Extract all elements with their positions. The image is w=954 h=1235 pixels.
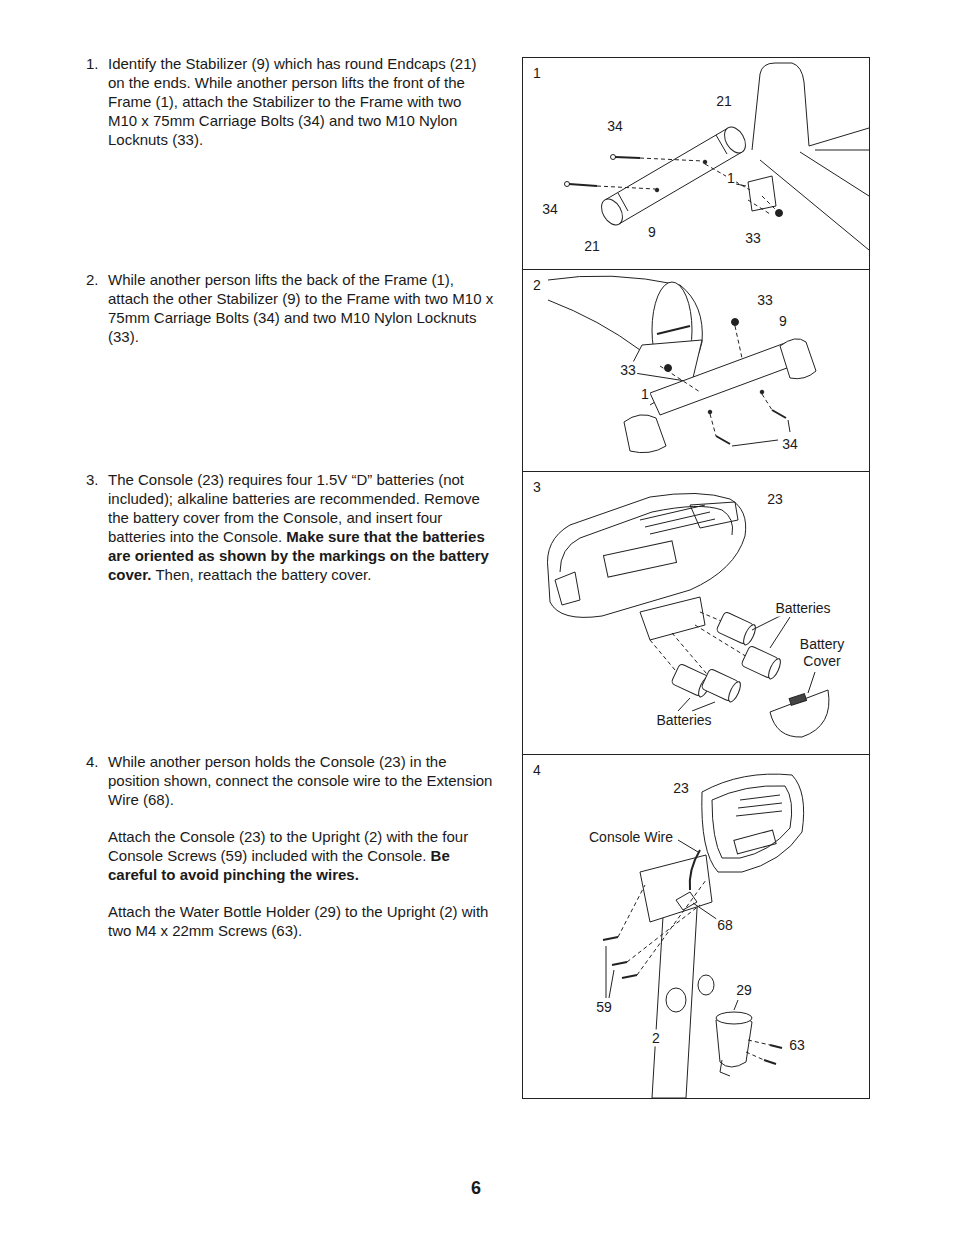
instruction-paragraph: Identify the Stabilizer (9) which has ro… <box>108 54 494 149</box>
instruction-text: While another person holds the Console (… <box>108 753 492 808</box>
instruction-paragraph: While another person holds the Console (… <box>108 752 494 809</box>
console-upright-drawing <box>603 774 804 1098</box>
callout-number: 21 <box>715 93 733 110</box>
stabilizer-front-drawing <box>565 63 870 250</box>
callout-number: 68 <box>716 917 734 934</box>
instruction-text: Then, reattach the battery cover. <box>155 566 371 583</box>
instruction-text: While another person lifts the back of t… <box>108 271 493 345</box>
callout-number: 1 <box>640 386 650 403</box>
callout-number: 33 <box>756 292 774 309</box>
step-panel: 1 <box>522 57 870 270</box>
step-panel-number: 4 <box>533 762 541 778</box>
callout-number: 23 <box>672 780 690 797</box>
callout-number: 34 <box>606 118 624 135</box>
step-number: 3. <box>86 470 99 489</box>
step-panel: 4 <box>522 754 870 1099</box>
part-label: Console Wire <box>588 829 674 846</box>
callout-number: 2 <box>651 1030 661 1047</box>
step-panel: 2 <box>522 269 870 472</box>
callout-number: 1 <box>726 170 736 187</box>
callout-number: 59 <box>595 999 613 1016</box>
page-number: 6 <box>470 1180 482 1197</box>
callout-number: 29 <box>735 982 753 999</box>
callout-number: 33 <box>744 230 762 247</box>
step-number: 4. <box>86 752 99 771</box>
callout-number: 9 <box>778 313 788 330</box>
step-panel-number: 2 <box>533 277 541 293</box>
callout-number: 33 <box>619 362 637 379</box>
instruction-text: Identify the Stabilizer (9) which has ro… <box>108 55 477 148</box>
instruction-text: Attach the Water Bottle Holder (29) to t… <box>108 903 488 939</box>
step-number: 2. <box>86 270 99 289</box>
callout-number: 34 <box>781 436 799 453</box>
callout-number: 23 <box>766 491 784 508</box>
callout-number: 63 <box>788 1037 806 1054</box>
step-panel-number: 3 <box>533 479 541 495</box>
instruction-paragraph: Attach the Console (23) to the Upright (… <box>108 827 494 884</box>
callout-number: 34 <box>541 201 559 218</box>
instruction-paragraph: The Console (23) requires four 1.5V “D” … <box>108 470 494 584</box>
step-number: 1. <box>86 54 99 73</box>
part-label: Batteries <box>774 600 831 617</box>
instruction-text: Attach the Console (23) to the Upright (… <box>108 828 468 864</box>
stabilizer-rear-drawing <box>548 276 816 453</box>
callout-number: 21 <box>583 238 601 255</box>
instruction-paragraph: Attach the Water Bottle Holder (29) to t… <box>108 902 494 940</box>
instruction-paragraph: While another person lifts the back of t… <box>108 270 494 346</box>
step-panel-number: 1 <box>533 65 541 81</box>
part-label: Batteries <box>655 712 712 729</box>
callout-number: 9 <box>647 224 657 241</box>
part-label: Battery Cover <box>789 636 855 670</box>
